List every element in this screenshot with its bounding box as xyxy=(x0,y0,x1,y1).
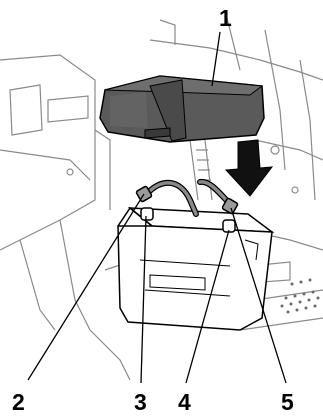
leader-line-1 xyxy=(212,32,220,86)
callout-2: 2 xyxy=(12,389,25,415)
callout-4: 4 xyxy=(178,389,191,415)
down-arrow-icon xyxy=(226,140,272,196)
floor-plate-pattern xyxy=(281,279,320,314)
battery xyxy=(118,208,272,330)
negative-cable xyxy=(200,182,238,214)
callout-5: 5 xyxy=(281,389,294,415)
positive-terminal xyxy=(141,208,153,220)
callout-3: 3 xyxy=(134,389,147,415)
battery-cover xyxy=(100,76,264,142)
callout-1: 1 xyxy=(219,5,232,31)
